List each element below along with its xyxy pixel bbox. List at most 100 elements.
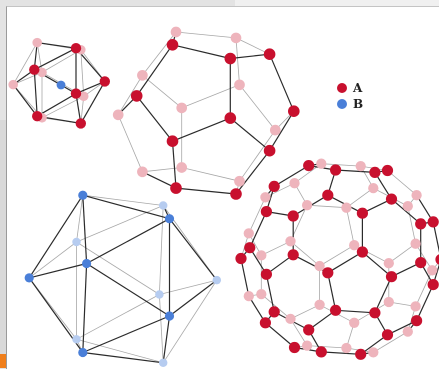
atom-a <box>176 162 187 173</box>
bond <box>230 54 269 58</box>
bond <box>83 195 170 219</box>
icosahedron-b-bonds <box>29 195 217 363</box>
atom-b-center <box>57 81 66 90</box>
large-cluster-a-bonds <box>241 164 439 355</box>
bond <box>236 151 270 194</box>
figure-panel: A B <box>6 6 439 369</box>
medium-cluster-a <box>113 27 300 200</box>
atom-a <box>322 190 333 201</box>
bond <box>176 32 236 38</box>
atom-a <box>285 236 295 246</box>
legend-label-a: A <box>352 81 363 95</box>
bond <box>182 168 240 182</box>
atom-a <box>356 161 366 171</box>
atom-a <box>322 267 333 278</box>
bond <box>118 115 142 172</box>
bond <box>83 316 170 353</box>
atom-b <box>165 311 174 320</box>
bond <box>336 310 375 313</box>
atom-a <box>330 305 341 316</box>
bond <box>266 274 274 312</box>
atom-a <box>264 48 276 60</box>
atom-a <box>302 340 312 350</box>
atom-a <box>167 135 179 147</box>
bond <box>87 219 170 264</box>
bond <box>137 96 173 141</box>
atom-b <box>155 290 163 298</box>
atom-a <box>256 289 266 299</box>
atom-a <box>382 329 393 340</box>
bond <box>77 242 160 295</box>
bond <box>83 195 87 263</box>
atom-a <box>269 181 280 192</box>
atom-b <box>165 214 174 223</box>
bond <box>170 280 217 316</box>
atom-a <box>8 80 18 90</box>
bond <box>77 206 164 243</box>
atom-a <box>303 324 314 335</box>
atom-a <box>270 125 281 136</box>
atom-a <box>435 254 439 265</box>
atom-a <box>357 246 368 257</box>
bond <box>83 195 163 205</box>
atom-a <box>256 250 266 260</box>
atom-a <box>411 315 422 326</box>
atom-b <box>72 335 80 343</box>
atom-a <box>316 346 327 357</box>
bond <box>159 295 163 363</box>
atom-a <box>427 265 437 275</box>
bond <box>240 85 276 130</box>
bond <box>83 353 163 363</box>
bond <box>241 259 249 297</box>
atom-a <box>369 167 380 178</box>
atom-b <box>213 276 221 284</box>
atom-b <box>78 348 87 357</box>
bond <box>173 118 231 141</box>
atom-a <box>341 343 351 353</box>
cluster-figure: A B <box>7 7 439 369</box>
atom-a <box>357 208 368 219</box>
atom-a <box>285 314 295 324</box>
atom-a <box>411 190 421 200</box>
atom-a <box>403 326 413 336</box>
atom-a <box>235 253 246 264</box>
atom-a <box>261 269 272 280</box>
bond <box>408 206 416 244</box>
bond <box>163 280 217 363</box>
atom-a <box>244 228 254 238</box>
bond <box>173 45 231 59</box>
bond <box>336 170 375 172</box>
atom-a <box>382 165 393 176</box>
atom-a <box>384 258 394 268</box>
bond <box>321 164 360 166</box>
atom-a <box>230 188 242 200</box>
atom-a <box>264 145 276 157</box>
bond <box>81 81 105 123</box>
bond <box>159 206 163 295</box>
bond <box>320 245 355 266</box>
atom-a <box>368 347 378 357</box>
atom-a <box>137 166 148 177</box>
bond <box>321 352 360 354</box>
atom-a <box>29 65 39 75</box>
icosahedron-b <box>25 191 221 367</box>
atom-a <box>76 118 86 128</box>
atom-a <box>314 300 324 310</box>
atom-a <box>260 192 270 202</box>
bond <box>328 252 363 273</box>
bond <box>176 188 236 194</box>
atom-b <box>82 259 91 268</box>
atom-a <box>369 307 380 318</box>
atom-a <box>355 349 366 360</box>
bond <box>346 208 354 246</box>
bond <box>37 43 76 49</box>
bond <box>77 195 83 242</box>
bond <box>230 118 269 151</box>
atom-b <box>78 191 87 200</box>
legend-marker-b <box>337 99 347 109</box>
bond <box>34 48 76 69</box>
atom-a <box>289 178 299 188</box>
atom-a <box>32 111 42 121</box>
bond <box>13 43 37 85</box>
bond <box>236 38 240 85</box>
